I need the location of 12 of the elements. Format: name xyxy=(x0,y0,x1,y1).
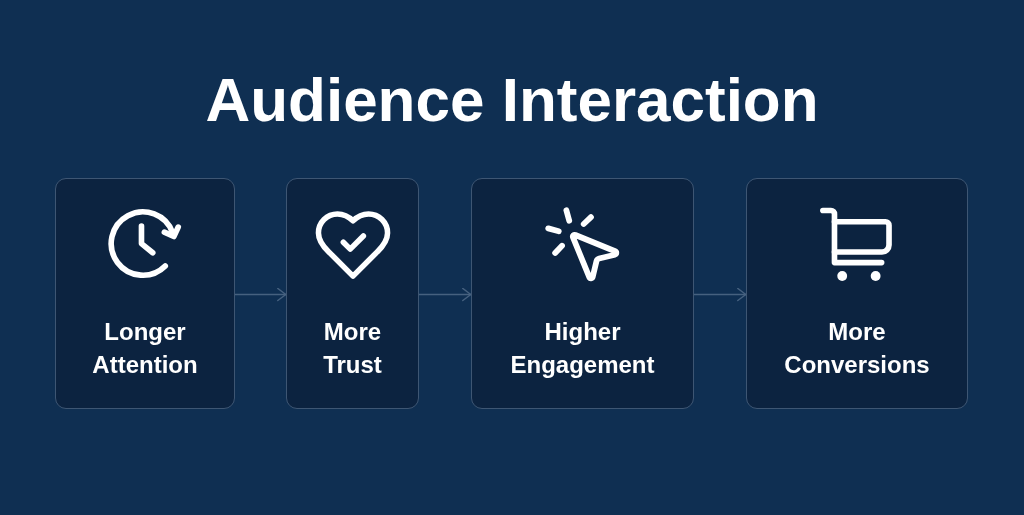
step-label: More Conversions xyxy=(783,317,931,380)
step-card xyxy=(471,178,694,409)
arrow xyxy=(693,287,747,302)
step-label: Higher Engagement xyxy=(509,317,656,380)
title: Audience Interaction xyxy=(205,65,819,135)
arrow xyxy=(418,287,472,302)
step-card xyxy=(286,178,419,409)
step-card xyxy=(746,178,968,409)
step-label: More Trust xyxy=(322,317,383,380)
arrow xyxy=(234,287,287,302)
step-label: Longer Attention xyxy=(91,317,199,380)
step-card xyxy=(55,178,235,409)
